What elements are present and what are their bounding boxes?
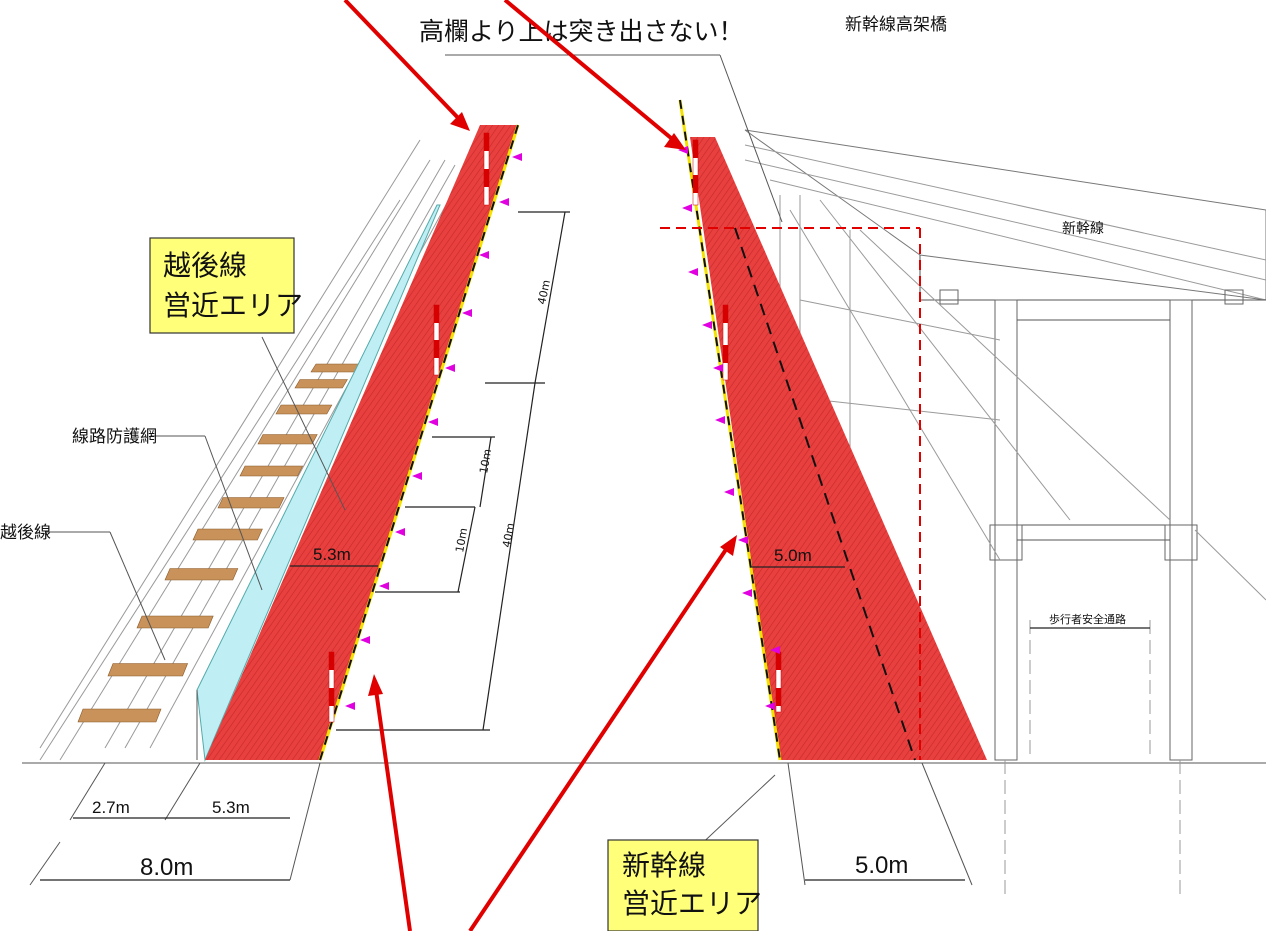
left-edge-yellow <box>318 124 520 761</box>
dim-40m-lower: 40m <box>500 522 517 549</box>
dim-2-7m: 2.7m <box>92 798 130 817</box>
right-zone-width: 5.0m <box>774 546 812 565</box>
direction-marker <box>412 472 422 480</box>
direction-marker <box>379 582 389 590</box>
dim-40m-upper: 40m <box>535 279 553 306</box>
echigo-track <box>39 139 466 761</box>
viaduct-label: 新幹線高架橋 <box>845 14 947 35</box>
direction-marker <box>499 198 509 206</box>
right-edge-yellow <box>678 99 782 761</box>
track-net-label: 線路防護網 <box>72 427 157 447</box>
dim-5-0m-bottom: 5.0m <box>855 852 908 879</box>
protective-net <box>196 204 441 762</box>
svg-text:新幹線: 新幹線 <box>622 849 706 882</box>
direction-marker <box>395 528 405 536</box>
left-span-dimensions <box>336 211 570 731</box>
direction-marker <box>512 153 522 161</box>
dim-10m-upper: 10m <box>477 448 494 475</box>
sleeper <box>77 708 162 723</box>
direction-marker <box>345 702 355 710</box>
warning-text: 高欄より上は突き出さない！ <box>419 17 744 46</box>
direction-marker <box>428 418 438 426</box>
sleepers <box>77 363 361 723</box>
left-zone-width: 5.3m <box>313 545 351 564</box>
magenta-markers-left <box>345 153 522 710</box>
right-inner-dashed <box>734 227 916 761</box>
direction-marker <box>445 364 455 372</box>
direction-marker <box>678 146 688 154</box>
direction-marker <box>702 321 712 329</box>
sleeper <box>107 663 189 677</box>
svg-text:営近エリア: 営近エリア <box>622 887 762 920</box>
direction-marker <box>682 204 692 212</box>
shinkansen-zone-callout: 新幹線 営近エリア <box>607 839 762 931</box>
dim-10m-lower: 10m <box>453 527 470 554</box>
pole-markers-right <box>692 139 782 713</box>
pole-markers-left <box>328 132 490 723</box>
pedestrian-path-label: 歩行者安全通路 <box>1049 612 1126 626</box>
dim-5-3m-bottom: 5.3m <box>212 798 250 817</box>
echigo-zone-callout: 越後線 営近エリア <box>149 237 303 334</box>
direction-marker <box>360 636 370 644</box>
bottom-right-dimension <box>694 762 973 886</box>
echigo-line-label: 越後線 <box>0 523 51 543</box>
echigo-danger-zone <box>205 125 518 760</box>
sleeper <box>257 434 318 445</box>
direction-marker <box>742 589 752 597</box>
warning-leader-diag <box>719 54 783 223</box>
direction-marker <box>765 702 775 710</box>
sleeper <box>164 568 239 581</box>
shinkansen-label: 新幹線 <box>1062 220 1104 237</box>
sleeper <box>192 528 263 541</box>
left-leader-lines <box>45 336 346 661</box>
bottom-left-dimensions <box>29 762 321 886</box>
sleeper <box>217 497 285 509</box>
direction-marker <box>688 268 698 276</box>
direction-marker <box>479 251 489 259</box>
direction-marker <box>462 309 472 317</box>
dim-8-0m: 8.0m <box>140 854 193 881</box>
direction-marker <box>724 488 734 496</box>
sleeper <box>310 363 361 373</box>
direction-marker <box>738 536 748 544</box>
sleeper <box>275 404 333 415</box>
sleeper <box>294 379 348 389</box>
svg-text:営近エリア: 営近エリア <box>163 289 303 322</box>
svg-text:越後線: 越後線 <box>163 249 247 282</box>
shinkansen-danger-zone <box>690 137 987 760</box>
direction-marker <box>713 364 723 372</box>
viaduct-structure <box>744 129 1266 900</box>
sleeper <box>239 465 304 477</box>
magenta-markers-right <box>678 146 780 710</box>
red-arrows <box>343 0 737 931</box>
direction-marker <box>715 416 725 424</box>
direction-marker <box>770 646 780 654</box>
sleeper <box>136 615 214 629</box>
